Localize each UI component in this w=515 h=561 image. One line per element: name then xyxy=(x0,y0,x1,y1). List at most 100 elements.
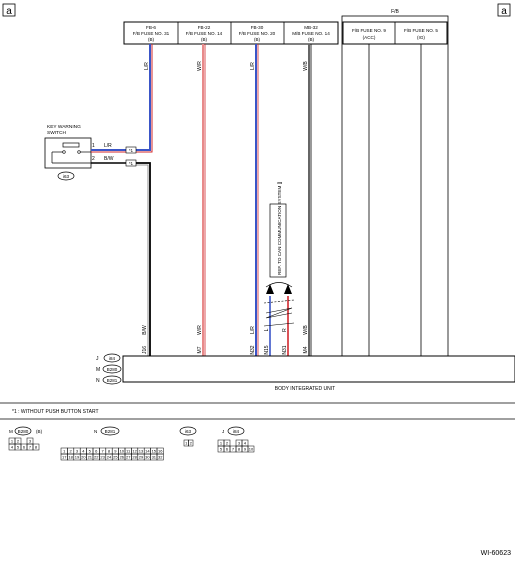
pin-number: 29 xyxy=(139,455,144,460)
pin-number: 10 xyxy=(249,447,254,452)
pin-number: 8 xyxy=(108,449,111,454)
pin-number: 23 xyxy=(100,455,105,460)
pin-number: 2 xyxy=(69,449,72,454)
pin-number: 11 xyxy=(126,449,131,454)
pin-number: 8 xyxy=(35,445,38,450)
corner-label-left: a xyxy=(6,6,12,17)
connector-letter-m: M xyxy=(96,367,100,373)
pin-number: 10 xyxy=(120,449,125,454)
pin-number: 15 xyxy=(152,449,157,454)
fb-outline xyxy=(341,15,449,357)
pin-number: 12 xyxy=(132,449,137,454)
pin-label-3: N32 xyxy=(250,345,256,354)
pin-number: 2 xyxy=(226,441,229,446)
pin-number: 9 xyxy=(114,449,117,454)
corner-label-right: a xyxy=(501,6,507,17)
fuse-note-4: (B) xyxy=(308,37,315,42)
body-integrated-unit xyxy=(122,355,515,383)
pin-number: 8 xyxy=(238,447,241,452)
svg-text:B280: B280 xyxy=(107,367,118,372)
pin-number: 26 xyxy=(120,455,125,460)
can-arrow-r xyxy=(284,284,292,294)
pin-cell xyxy=(32,443,40,451)
wire-color-bottom-3: L/R xyxy=(250,326,256,334)
corner-marker-left xyxy=(2,3,16,17)
svg-text:i63: i63 xyxy=(185,429,192,434)
fuse-name-2: F/B FUSE NO. 14 xyxy=(186,31,223,36)
svg-text:*1: *1 xyxy=(129,148,134,153)
can-reference-box[interactable] xyxy=(269,203,287,278)
wire-color-top-3: L/R xyxy=(250,62,256,70)
conn-view-m-suffix: (B) xyxy=(36,429,43,434)
pin-number: 4 xyxy=(11,445,14,450)
pin-number: 2 xyxy=(17,439,20,444)
pin-number: 7 xyxy=(232,447,235,452)
pin-number: 7 xyxy=(101,449,104,454)
switch-mark-1 xyxy=(125,146,137,154)
wire-color-top-4: W/B xyxy=(303,61,309,71)
pin-number: 5 xyxy=(220,447,223,452)
figure-id: WI-60623 xyxy=(481,550,511,557)
fb-fuse-note-2: (IG) xyxy=(417,35,425,40)
fuse-name-4: M/B FUSE NO. 14 xyxy=(292,31,330,36)
pin-number: 6 xyxy=(23,445,26,450)
fuse-code-3: FB-30 xyxy=(251,25,264,30)
fb-fuse-note-1: (ACC) xyxy=(363,35,376,40)
conn-view-m-letter: M xyxy=(9,429,13,434)
pin-number: 21 xyxy=(88,455,93,460)
fb-fuse-name-2: F/B FUSE NO. 5 xyxy=(404,28,438,33)
connector-letter-n: N xyxy=(96,378,100,384)
pin-number: 13 xyxy=(139,449,144,454)
pin-number: 7 xyxy=(29,445,32,450)
switch-title-2: SWITCH xyxy=(47,130,66,136)
conn-view-n-letter: N xyxy=(94,429,97,434)
wire-fb22 xyxy=(202,44,206,356)
pin-number: 1 xyxy=(11,439,14,444)
wire-color-bottom-5: R xyxy=(282,328,288,332)
fuse-note-1: (B) xyxy=(148,37,155,42)
can-reference-label[interactable]: REF. TO CAN COMMUNICATION SYSTEM [] xyxy=(277,182,282,275)
fuse-code-2: FB-22 xyxy=(198,25,211,30)
fuse-code-1: FB-6 xyxy=(146,25,156,30)
wire-fb6-switch xyxy=(133,44,153,153)
pin-number: 9 xyxy=(244,447,247,452)
can-arrow-l xyxy=(266,284,274,294)
pin-number: 24 xyxy=(107,455,112,460)
wire-switch-bw xyxy=(133,162,151,356)
pin-number: 1 xyxy=(63,449,66,454)
pin-cell xyxy=(188,439,194,447)
switch-wire-1: L/R xyxy=(104,143,112,149)
switch-pin-1: 1 xyxy=(92,143,95,149)
conn-view-j-letter: J xyxy=(222,429,224,434)
switch-title-1: KEY WARNING xyxy=(47,124,81,130)
conn-view-i63-badge xyxy=(179,426,197,436)
wire-color-top-2: W/R xyxy=(197,61,203,71)
fuse-name-3: F/B FUSE NO. 20 xyxy=(239,31,276,36)
switch-connector-id: i63 xyxy=(63,174,70,179)
footnote: *1 : WITHOUT PUSH BUTTON START xyxy=(12,409,99,415)
switch-mark-2 xyxy=(125,159,137,167)
pin-number: 4 xyxy=(244,441,247,446)
wire-mb32 xyxy=(308,44,312,356)
pin-cell xyxy=(156,453,164,461)
switch-connector-badge xyxy=(57,171,75,181)
pin-number: 6 xyxy=(95,449,98,454)
pin-number: 16 xyxy=(158,449,163,454)
fuse-code-4: MB-32 xyxy=(304,25,318,30)
pin-number: 1 xyxy=(220,441,223,446)
connector-badge-i84 xyxy=(103,353,121,363)
fb-fuse-name-1: F/B FUSE NO. 9 xyxy=(352,28,386,33)
pin-label-4: N15 xyxy=(264,345,270,354)
switch-pin-2: 2 xyxy=(92,156,95,162)
svg-text:B281: B281 xyxy=(105,429,116,434)
fuse-note-2: (B) xyxy=(201,37,208,42)
pin-number: 5 xyxy=(89,449,92,454)
pin-label-2: M7 xyxy=(197,346,203,353)
wire-color-bottom-4: L xyxy=(264,328,270,331)
pin-number: 17 xyxy=(62,455,67,460)
pin-number: 32 xyxy=(158,455,163,460)
pin-number: 27 xyxy=(126,455,131,460)
fuse-note-3: (B) xyxy=(254,37,261,42)
